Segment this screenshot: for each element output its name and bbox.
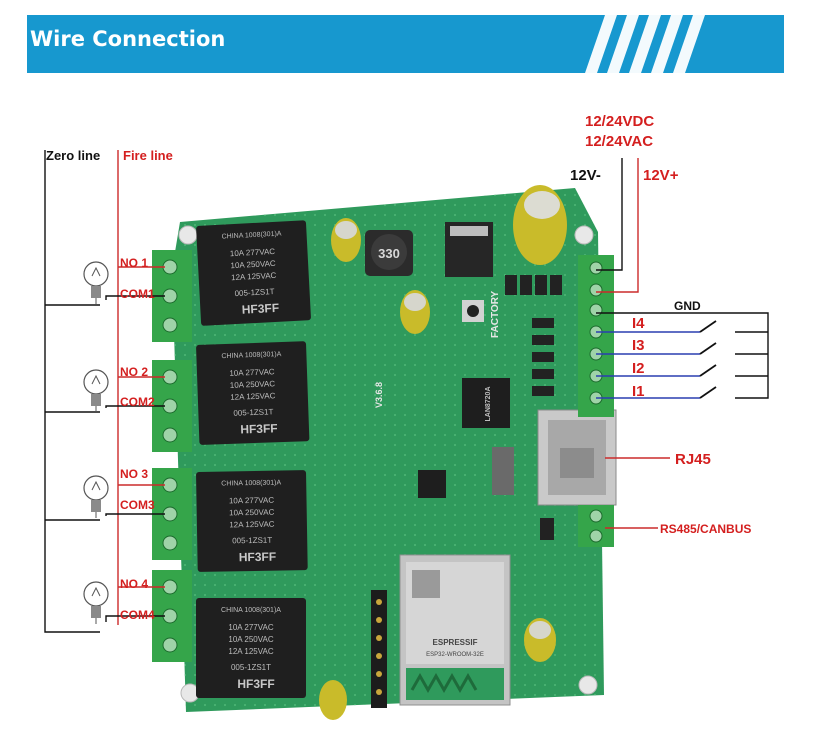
relay-model: 005-1ZS1T: [234, 287, 275, 298]
relay-rating: 10A 277VAC: [228, 623, 273, 632]
relay-rating: 10A 250VAC: [228, 635, 273, 644]
relay-brand: HF3FF: [239, 550, 277, 565]
no4-label: NO 4: [120, 577, 148, 591]
com2-label: COM2: [120, 395, 155, 409]
zero-line-label: Zero line: [46, 148, 100, 163]
power-ac-label: 12/24VAC: [585, 133, 653, 150]
phy-chip-label: LAN8720A: [485, 386, 492, 421]
relay-4: CHINA 1008(301)A 10A 277VAC 10A 250VAC 1…: [196, 598, 306, 698]
relay-brand: HF3FF: [241, 301, 279, 317]
input-optocouplers: [505, 275, 562, 396]
relay-rating: 12A 125VAC: [231, 271, 277, 282]
lamp-1-icon: [83, 261, 109, 304]
page-title: Wire Connection: [30, 27, 226, 51]
rj45-label: RJ45: [675, 451, 711, 468]
crystal: [492, 447, 514, 495]
relay-brand: HF3FF: [240, 421, 278, 436]
relay-rating: 12A 125VAC: [228, 647, 273, 656]
power-supply-section: 330 FACTORY: [331, 185, 567, 338]
gnd-label: GND: [674, 299, 701, 313]
relay-rating: 12A 125VAC: [230, 391, 276, 402]
header-banner: Wire Connection: [27, 15, 784, 73]
fire-line-label: Fire line: [123, 148, 173, 163]
relay-rating: 12A 125VAC: [229, 520, 275, 530]
relay-3: CHINA 1008(301)A 10A 277VAC 10A 250VAC 1…: [196, 470, 308, 572]
relay-rating: 10A 250VAC: [230, 379, 276, 390]
relay-model: 005-1ZS1T: [233, 407, 273, 417]
input-i2-label: I2: [632, 360, 645, 377]
power-positive-label: 12V+: [643, 167, 679, 184]
pin-header: [319, 590, 556, 720]
input-i4-label: I4: [632, 315, 645, 332]
input-wiring: [596, 312, 769, 529]
relay-origin: CHINA 1008(301)A: [221, 607, 281, 614]
lamp-3-icon: [83, 475, 109, 518]
input-i1-label: I1: [632, 383, 645, 400]
relay-rating: 10A 277VAC: [229, 367, 275, 378]
module-brand: ESPRESSIF: [433, 638, 478, 647]
rs485-label: RS485/CANBUS: [660, 522, 751, 536]
relay-origin: CHINA 1008(301)A: [221, 231, 282, 241]
relay-rating: 10A 250VAC: [230, 259, 276, 270]
module-model: ESP32-WROOM-32E: [426, 652, 484, 658]
power-negative-label: 12V-: [570, 167, 601, 184]
banner-stripes: [585, 15, 705, 73]
phy-chip: [462, 378, 510, 428]
relay-brand: HF3FF: [237, 677, 274, 691]
power-wiring: [596, 158, 639, 293]
lamp-2-icon: [83, 369, 109, 412]
version-label: V3.6.8: [374, 382, 384, 408]
mains-wiring: [44, 150, 165, 633]
factory-label: FACTORY: [490, 290, 501, 338]
no3-label: NO 3: [120, 467, 148, 481]
input-terminals: [578, 255, 614, 547]
input-i3-label: I3: [632, 337, 645, 354]
lamp-4-icon: [83, 581, 109, 624]
relay-rating: 10A 250VAC: [229, 508, 275, 518]
relay-model: 005-1ZS1T: [232, 536, 272, 546]
relay-origin: CHINA 1008(301)A: [221, 351, 281, 360]
com1-label: COM1: [120, 287, 155, 301]
relay-rating: 10A 277VAC: [229, 496, 275, 506]
no2-label: NO 2: [120, 365, 148, 379]
relay-rating: 10A 277VAC: [230, 247, 276, 258]
ic-chip: [418, 470, 446, 498]
com4-label: COM4: [120, 608, 155, 622]
relay-2: CHINA 1008(301)A 10A 277VAC 10A 250VAC 1…: [196, 341, 310, 445]
jumper: [540, 518, 554, 540]
com3-label: COM3: [120, 498, 155, 512]
relay-origin: CHINA 1008(301)A: [221, 480, 281, 488]
output-terminals: [152, 250, 192, 662]
relay-model: 005-1ZS1T: [231, 663, 271, 672]
ethernet-section: LAN8720A: [418, 378, 617, 540]
inductor-code: 330: [378, 246, 400, 261]
power-dc-label: 12/24VDC: [585, 113, 654, 130]
no1-label: NO 1: [120, 256, 148, 270]
relay-1: CHINA 1008(301)A 10A 277VAC 10A 250VAC 1…: [196, 220, 311, 326]
esp32-module: ESPRESSIF ESP32-WROOM-32E: [399, 554, 511, 706]
